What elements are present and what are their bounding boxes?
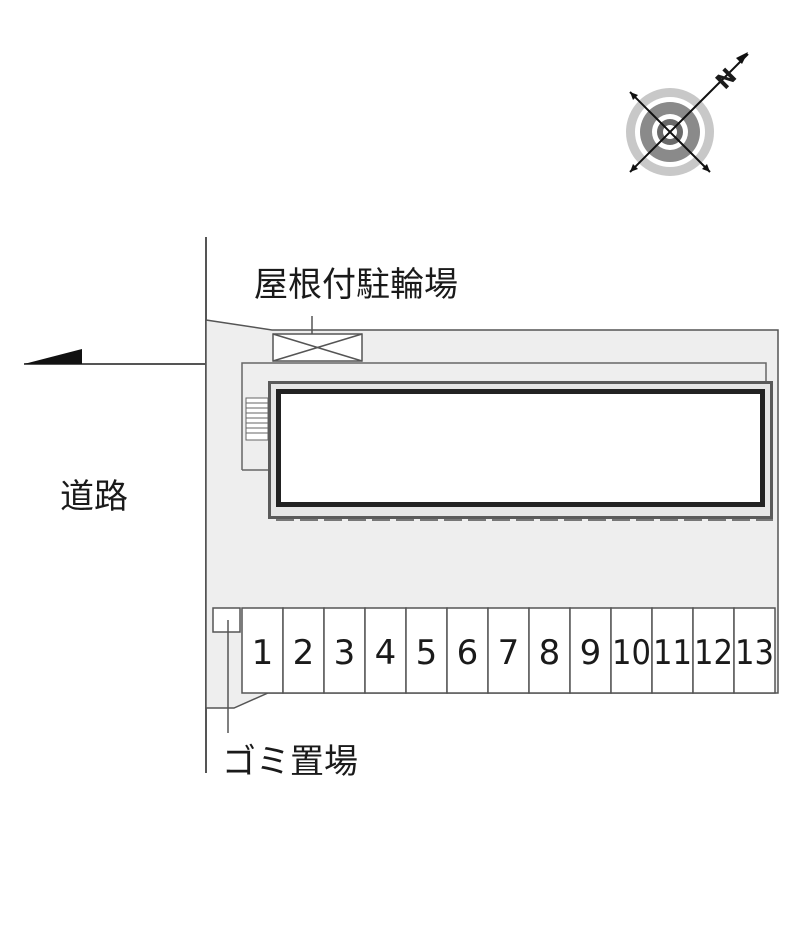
building bbox=[268, 381, 773, 521]
parking-space-number: 1 bbox=[252, 633, 274, 673]
bicycle-parking bbox=[272, 316, 363, 362]
parking-space bbox=[610, 607, 653, 694]
building-site-outline bbox=[241, 362, 767, 470]
parking-space bbox=[733, 607, 776, 694]
parking-space-number: 7 bbox=[498, 633, 520, 673]
parking-space bbox=[651, 607, 694, 694]
parking-space-number: 6 bbox=[457, 633, 479, 673]
road-arrow-icon bbox=[24, 349, 82, 364]
bicycle-parking-label: 屋根付駐輪場 bbox=[254, 265, 458, 305]
parking-space bbox=[405, 607, 448, 694]
parking-space bbox=[282, 607, 325, 694]
garbage-label: ゴミ置場 bbox=[222, 742, 358, 782]
parking-space-number: 2 bbox=[293, 633, 315, 673]
parking-space-number: 5 bbox=[416, 633, 438, 673]
parking-space-number: 11 bbox=[653, 633, 692, 673]
parking-space-number: 8 bbox=[539, 633, 561, 673]
north-label: N bbox=[711, 64, 742, 95]
parking-space-number: 12 bbox=[694, 633, 733, 673]
parking-space bbox=[692, 607, 735, 694]
parking-space bbox=[528, 607, 571, 694]
parking-space-number: 13 bbox=[735, 633, 774, 673]
parking-space bbox=[364, 607, 407, 694]
parking-space-number: 10 bbox=[612, 633, 651, 673]
road-label: 道路 bbox=[60, 477, 128, 517]
compass-icon: N bbox=[626, 52, 749, 176]
parking-space-number: 3 bbox=[334, 633, 356, 673]
parking-space-number: 4 bbox=[375, 633, 397, 673]
parking-space bbox=[487, 607, 530, 694]
garbage-box bbox=[212, 607, 241, 633]
stairs bbox=[245, 397, 269, 441]
parking-space-number: 9 bbox=[580, 633, 602, 673]
